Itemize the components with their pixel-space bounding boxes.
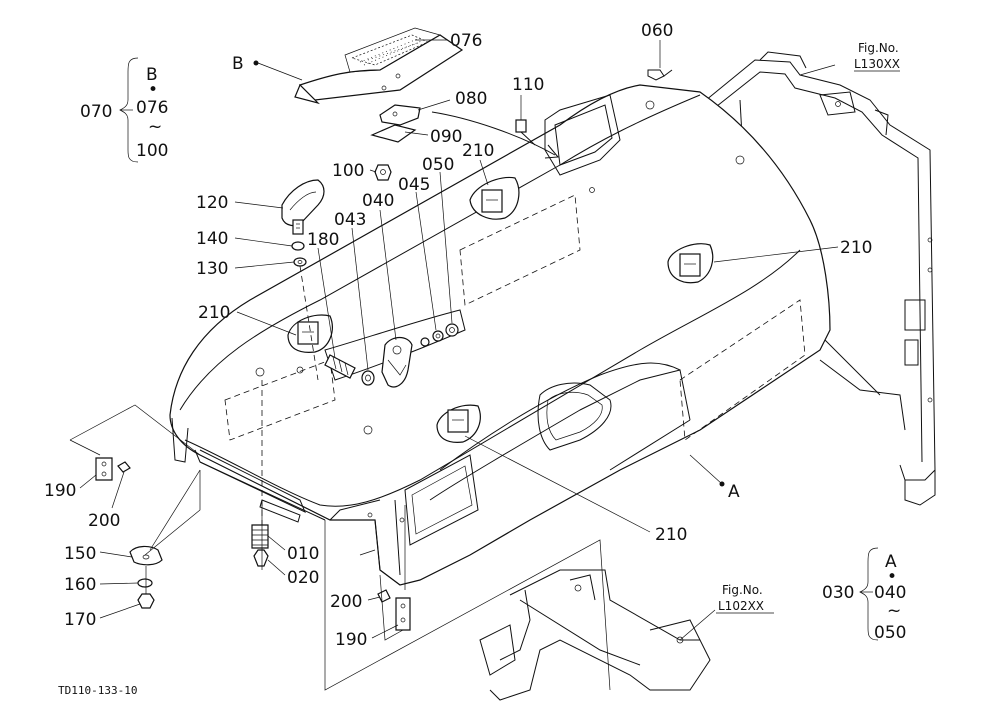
callout-130: 130 xyxy=(196,259,228,279)
group-a-to: 050 xyxy=(874,623,906,643)
figref-top: Fig.No. L130XX xyxy=(854,41,900,72)
figref-bottom-code: L102XX xyxy=(718,599,764,613)
drawing-id: TD110-133-10 xyxy=(58,684,137,697)
group-brace-a xyxy=(859,547,879,641)
group-b-tilde: ~ xyxy=(148,117,162,137)
group-a-letter: A xyxy=(885,552,897,572)
bonnet-hood xyxy=(169,84,831,586)
frame-structure xyxy=(699,51,936,506)
rubber-pad-right xyxy=(667,243,714,284)
callout-120: 120 xyxy=(196,193,228,213)
ref-label-a: A xyxy=(728,482,740,502)
ref-a-dot xyxy=(719,481,725,487)
callout-210-left: 210 xyxy=(198,303,230,323)
group-b-to: 100 xyxy=(136,141,168,161)
callout-210-right: 210 xyxy=(840,238,872,258)
callout-200-lower: 200 xyxy=(330,592,362,612)
callout-090: 090 xyxy=(430,127,462,147)
left-lower-hardware xyxy=(95,457,163,609)
callout-210-lower: 210 xyxy=(655,525,687,545)
ref-b-dot xyxy=(253,60,259,66)
leader-lines xyxy=(69,39,839,691)
callout-190-lower: 190 xyxy=(335,630,367,650)
rubber-pad-lower xyxy=(436,404,481,443)
callout-200-left: 200 xyxy=(88,511,120,531)
group-a-dot: • xyxy=(887,567,897,587)
callout-140: 140 xyxy=(196,229,228,249)
callout-180: 180 xyxy=(307,230,339,250)
latch-assembly xyxy=(324,309,466,388)
chassis-bottom xyxy=(479,569,711,701)
rubber-pad-upper xyxy=(469,176,520,220)
rubber-pad-left xyxy=(287,314,333,353)
group-a-parent: 030 xyxy=(822,583,854,603)
callout-043: 043 xyxy=(334,210,366,230)
callout-150: 150 xyxy=(64,544,96,564)
callout-040: 040 xyxy=(362,191,394,211)
ref-label-b: B xyxy=(232,54,244,74)
group-a-tilde: ~ xyxy=(887,601,901,621)
callout-100: 100 xyxy=(332,161,364,181)
callout-labels: 076 060 080 110 090 100 050 210 045 040 … xyxy=(44,21,872,650)
group-b-labels: 070 B • 076 ~ 100 xyxy=(80,65,168,161)
group-brace-b xyxy=(119,57,139,163)
detail-b-cover xyxy=(294,27,536,181)
callout-050: 050 xyxy=(422,155,454,175)
callout-010: 010 xyxy=(287,544,319,564)
callout-060: 060 xyxy=(641,21,673,41)
callout-160: 160 xyxy=(64,575,96,595)
handle-assembly xyxy=(281,179,325,381)
group-b-from: 076 xyxy=(136,98,168,118)
callout-190-left: 190 xyxy=(44,481,76,501)
group-a-from: 040 xyxy=(874,583,906,603)
callout-170: 170 xyxy=(64,610,96,630)
right-lower-hardware xyxy=(377,589,411,631)
callout-076: 076 xyxy=(450,31,482,51)
group-b-parent: 070 xyxy=(80,102,112,122)
figref-top-code: L130XX xyxy=(854,57,900,71)
callout-020: 020 xyxy=(287,568,319,588)
figref-bottom: Fig.No. L102XX xyxy=(716,583,774,614)
group-b-dot: • xyxy=(148,80,158,100)
group-a-labels: 030 A • 040 ~ 050 xyxy=(822,552,906,643)
pin-060 xyxy=(647,69,673,81)
callout-080: 080 xyxy=(455,89,487,109)
callout-110: 110 xyxy=(512,75,544,95)
callout-210-upper: 210 xyxy=(462,141,494,161)
callout-045: 045 xyxy=(398,175,430,195)
figref-bottom-label: Fig.No. xyxy=(722,583,763,597)
figref-top-label: Fig.No. xyxy=(858,41,899,55)
group-b-letter: B xyxy=(146,65,158,85)
